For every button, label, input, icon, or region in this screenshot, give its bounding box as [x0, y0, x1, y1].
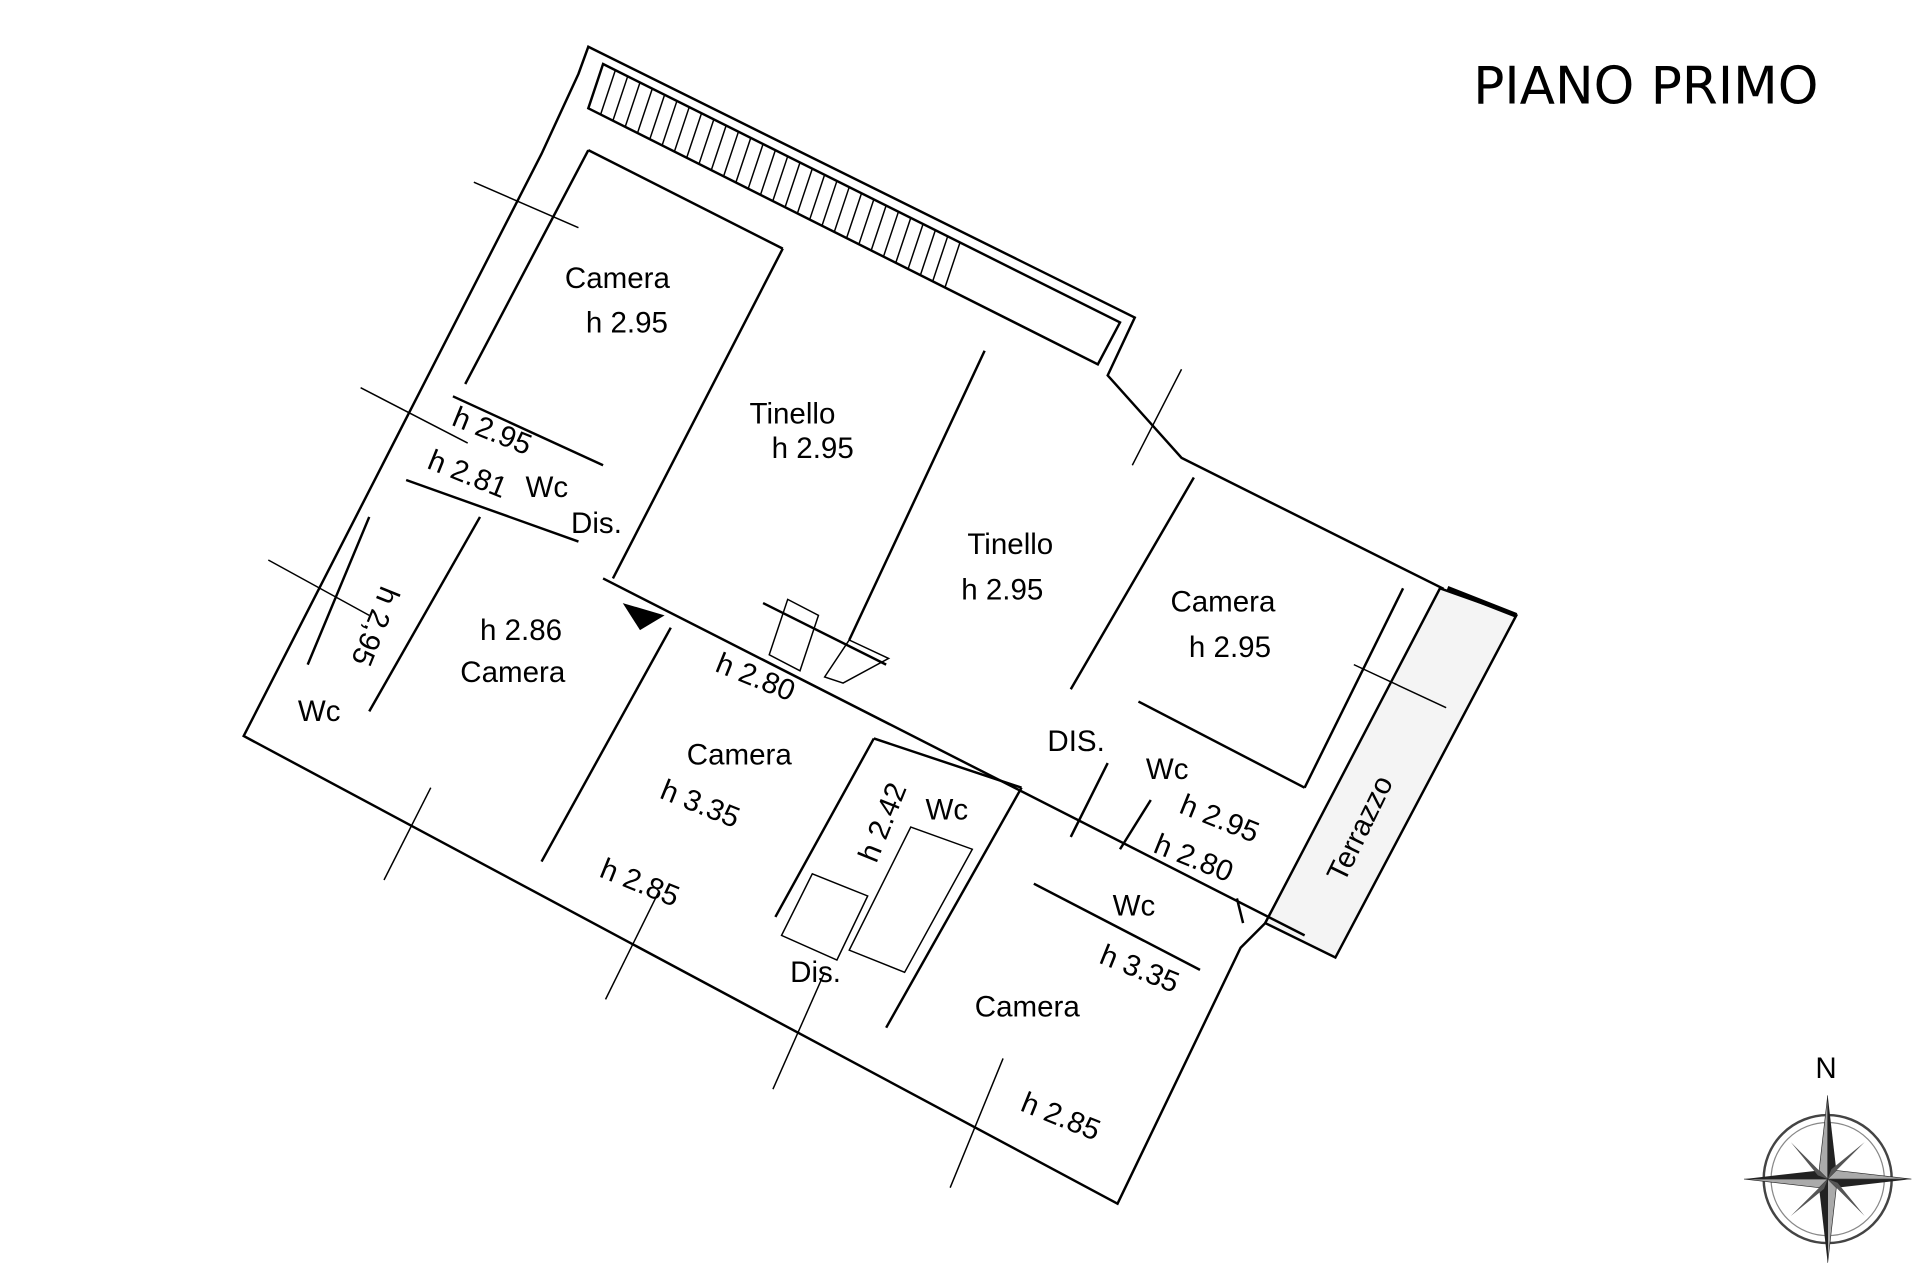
hatch-line [710, 125, 727, 171]
room-height: h 2.95 [961, 573, 1043, 606]
wc-height: h 2.81 [423, 444, 511, 505]
room-name: Camera [1170, 586, 1276, 619]
hatch-line [772, 156, 789, 201]
dis-label: Dis. [790, 956, 841, 989]
dis-label: Dis. [571, 507, 622, 540]
terrace [1263, 586, 1519, 960]
room-name: Camera [565, 262, 671, 295]
hatch-line [907, 223, 924, 269]
hatch-line [833, 186, 850, 232]
dis-label: DIS. [1047, 725, 1104, 758]
building-outline [242, 45, 1519, 1206]
room-height: h 2.95 [586, 306, 668, 339]
height-label: h 3.35 [1095, 938, 1183, 999]
room-name: Tinello [967, 528, 1053, 561]
room-name: Camera [975, 991, 1081, 1024]
room-height: h 3.35 [656, 773, 744, 834]
wc-label: Wc [298, 695, 341, 728]
room-name: Tinello [750, 397, 836, 430]
plan-title: PIANO PRIMO [1473, 56, 1818, 116]
compass-north-label: N [1815, 1052, 1836, 1085]
hatch-line [698, 119, 715, 164]
hatch-line [747, 143, 764, 189]
hatch-line [649, 94, 666, 140]
hatch-line [722, 131, 740, 177]
staircase [622, 598, 974, 974]
hatch-line [858, 199, 875, 244]
hatch-line [809, 174, 826, 220]
room-name: Camera [687, 738, 793, 771]
hatch-line [612, 76, 629, 121]
room-height: h 2.86 [480, 614, 562, 647]
wc-label: Wc [1113, 890, 1156, 923]
hatch-line [870, 205, 887, 251]
hatch-line [784, 162, 801, 208]
hatch-line [759, 149, 777, 195]
hatch-line [673, 106, 690, 152]
height-label: h 2.85 [1016, 1086, 1104, 1147]
hatch-line [735, 137, 752, 183]
hatch-line [624, 82, 641, 128]
height-label: h 2.85 [596, 852, 684, 913]
hatch-line [846, 192, 863, 238]
hatch-line [796, 168, 814, 214]
wc-label: Wc [1146, 753, 1189, 786]
compass-rose-icon [1743, 1095, 1912, 1263]
window-markers [267, 181, 1447, 1188]
hatch-line [636, 88, 654, 134]
wc-height: h 2,95 [344, 582, 405, 670]
hatch-line [882, 211, 900, 257]
interior-walls [306, 149, 1405, 1029]
room-name: Camera [460, 656, 566, 689]
hatch-line [686, 112, 703, 158]
hatch-line [919, 229, 937, 275]
hatch-line [661, 100, 678, 146]
wc-height: h 2.42 [852, 778, 913, 866]
hatch-line [821, 180, 838, 226]
hatch-line [895, 217, 912, 263]
hatch-line [932, 236, 949, 281]
hatch-line [587, 63, 604, 109]
stair-hatch [587, 63, 961, 288]
wc-label: Wc [526, 471, 569, 504]
wc-label: Wc [926, 794, 969, 827]
hatch-line [944, 242, 961, 288]
room-height: h 2.95 [772, 432, 854, 465]
hatch-line [599, 69, 617, 115]
room-height: h 2.95 [1189, 631, 1271, 664]
